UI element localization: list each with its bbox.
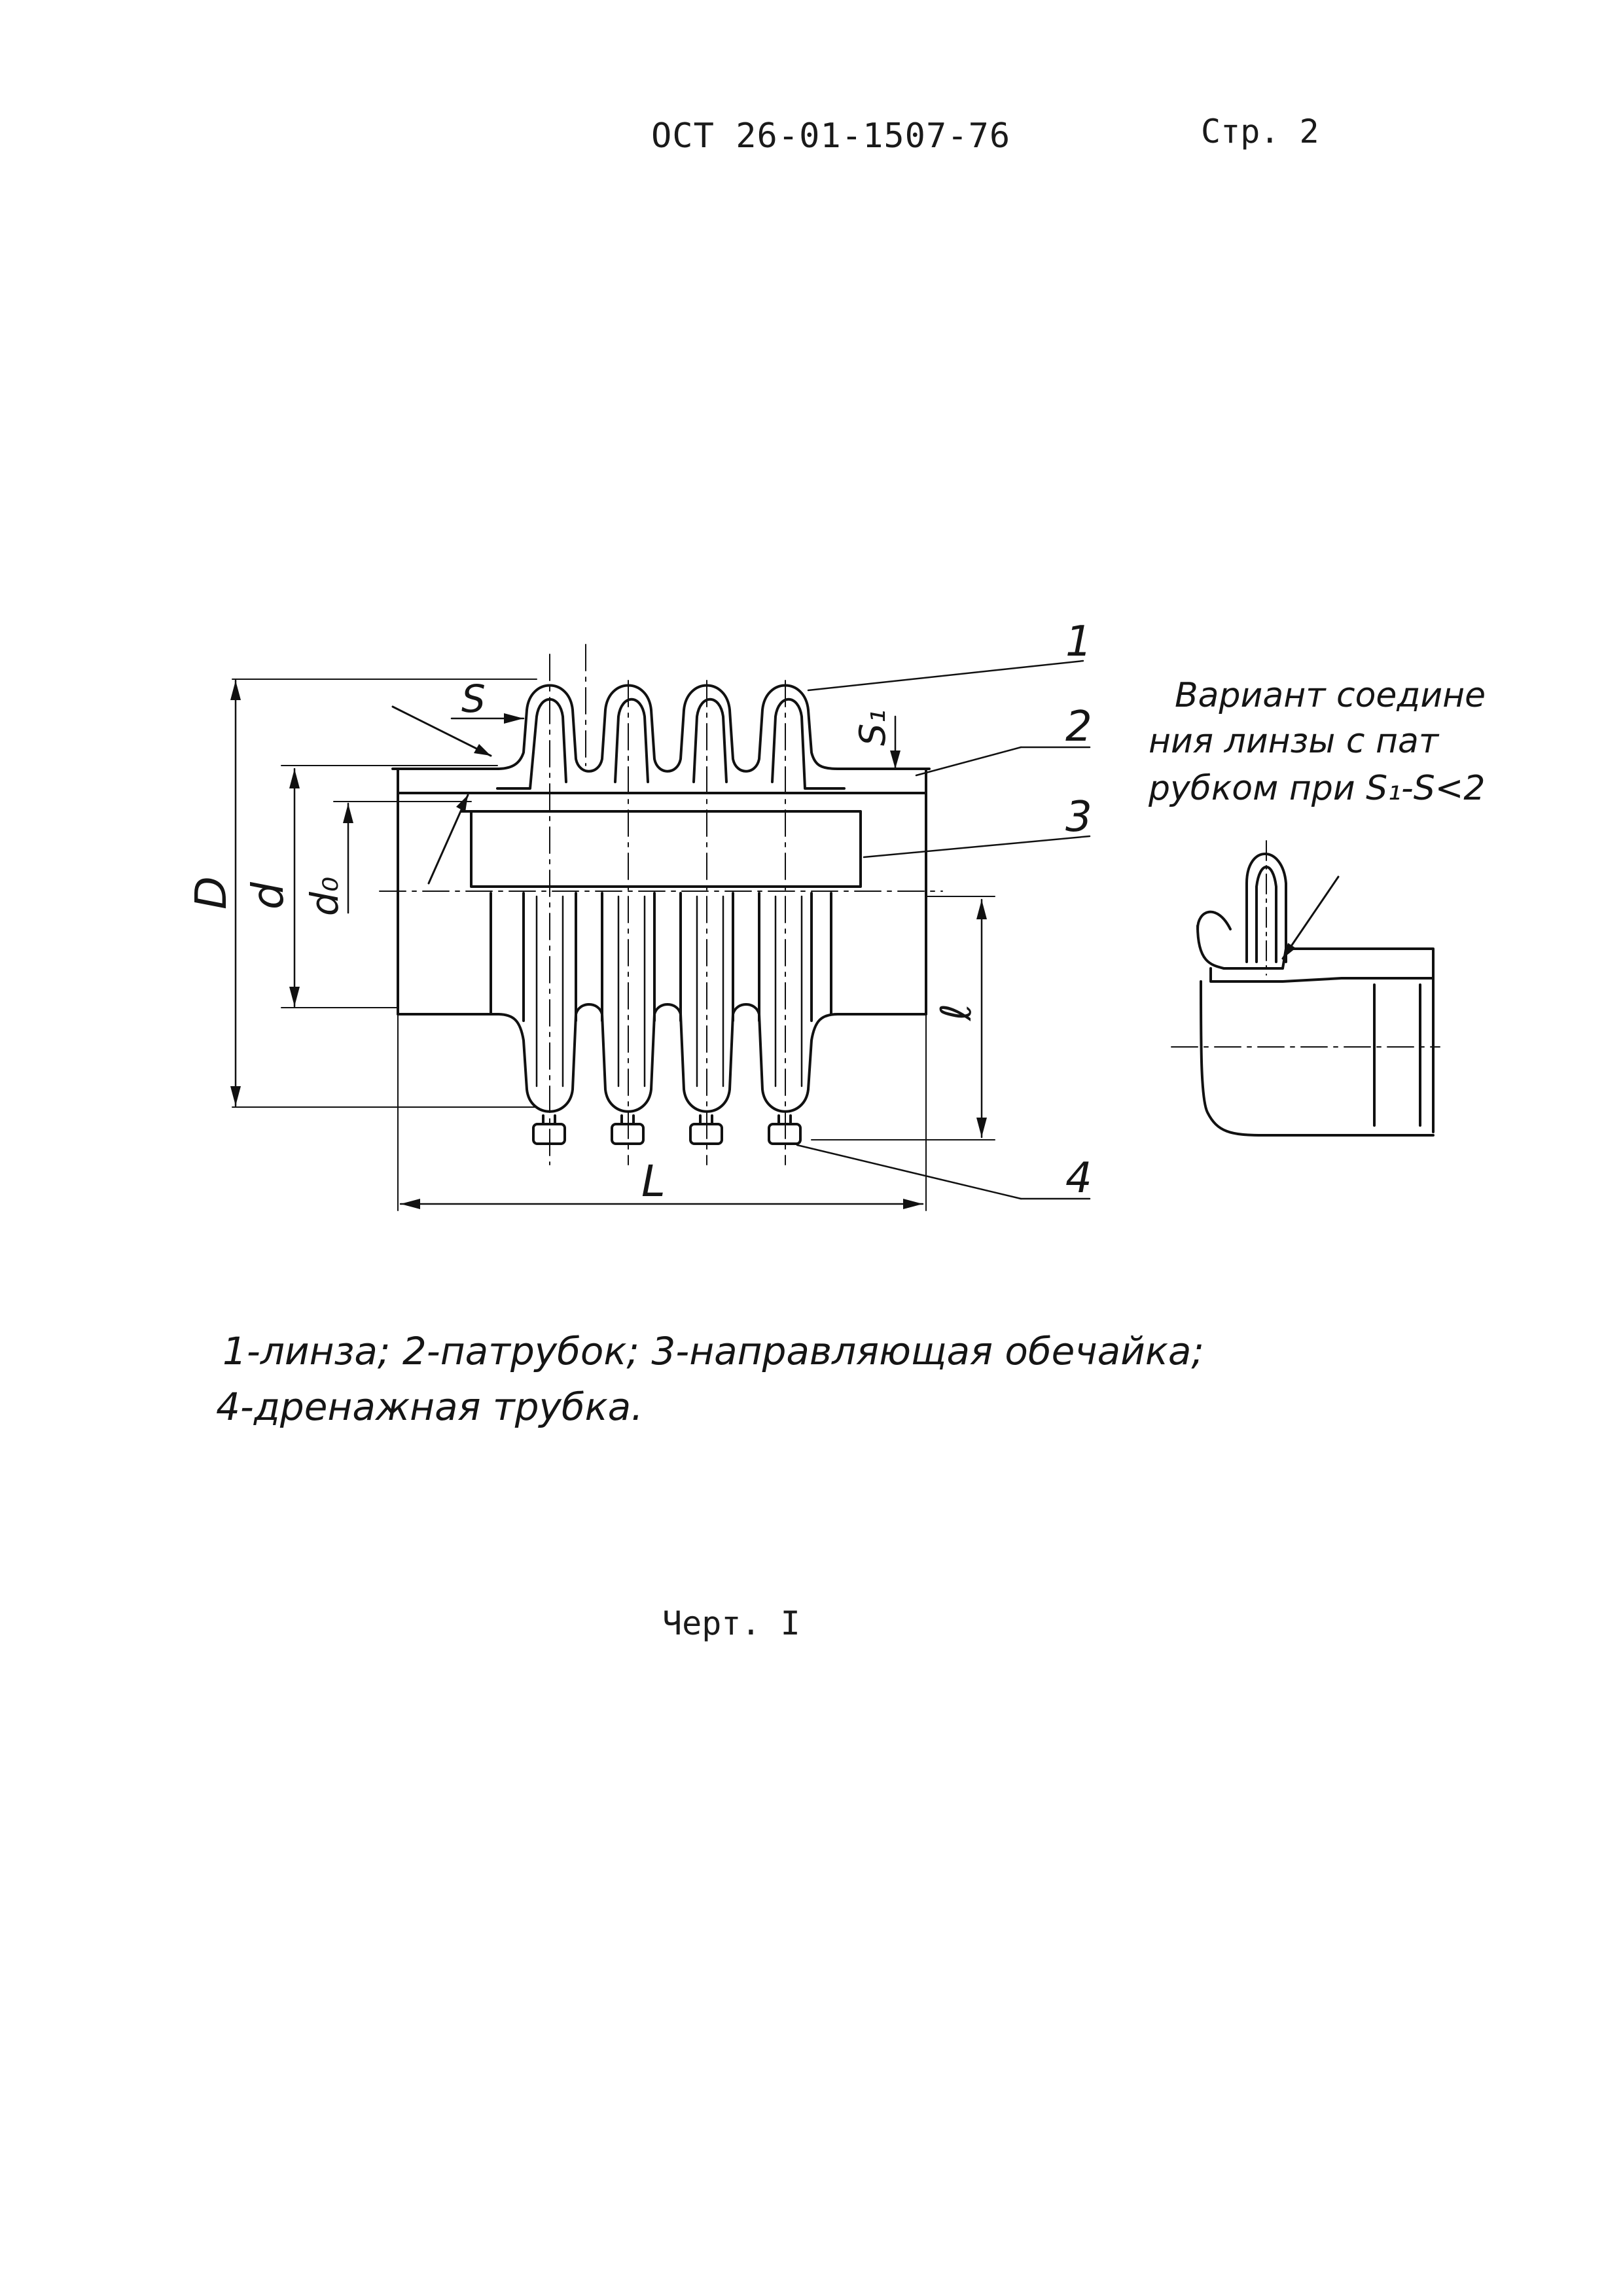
- legend-line-1: 1-линза; 2-патрубок; 3-направляющая обеч…: [223, 1329, 1204, 1373]
- dim-label-d: d: [243, 881, 293, 910]
- figure-label: Черт. I: [662, 1604, 800, 1642]
- dim-label-l: ℓ: [933, 1004, 981, 1021]
- document-code: ОСТ 26-01-1507-76: [651, 116, 1011, 156]
- callout-2: 2: [1065, 703, 1092, 751]
- variant-note-line-1: Вариант соедине: [1175, 676, 1486, 715]
- callout-3: 3: [1065, 793, 1092, 841]
- guide-shell-rect: [470, 810, 862, 888]
- page-number: Стр. 2: [1201, 113, 1319, 150]
- legend-line-2: 4-дренажная трубка.: [216, 1385, 643, 1429]
- variant-note-line-3: рубком при S₁-S<2: [1148, 769, 1485, 808]
- callout-4: 4: [1065, 1154, 1092, 1203]
- lens-outer-contour-top: [391, 684, 931, 773]
- dim-label-S: S: [461, 677, 486, 721]
- drain-tubes: [532, 1114, 802, 1145]
- lens-outer-contour-bottom: [397, 1013, 927, 1113]
- dim-label-D: D: [186, 876, 236, 910]
- dim-label-d0: d₀: [302, 877, 347, 916]
- callout-1: 1: [1065, 618, 1092, 666]
- dim-label-S1: S₁: [852, 709, 893, 746]
- variant-note-line-2: ния линзы с пат: [1149, 722, 1440, 761]
- lens-inner-contour-top: [496, 698, 846, 790]
- variant-detail-drawing: [1171, 840, 1440, 1137]
- dim-label-L: L: [641, 1156, 666, 1207]
